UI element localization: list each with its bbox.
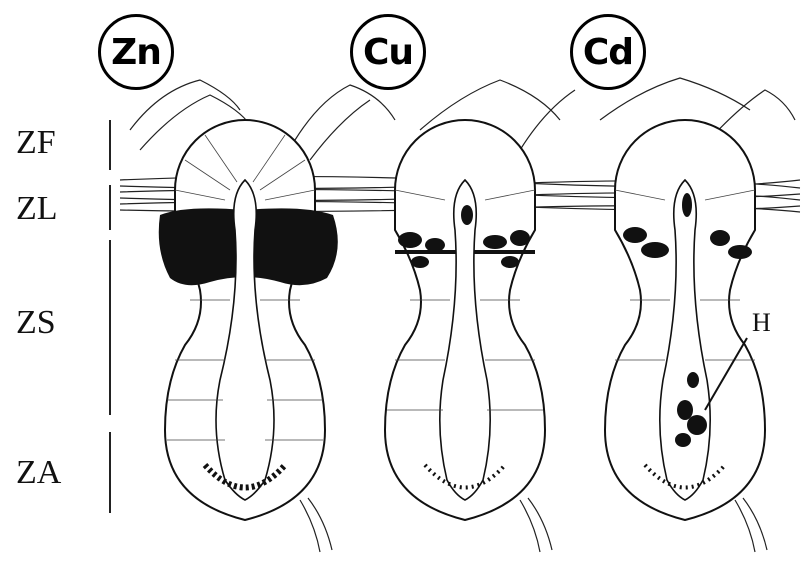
annotation-h: H <box>752 308 771 338</box>
follicle-cd <box>605 120 765 520</box>
metal-label-cu: Cu <box>350 14 426 90</box>
follicle-zn <box>159 120 338 520</box>
zone-label-zf: ZF <box>16 126 56 160</box>
metal-label-zn: Zn <box>98 14 174 90</box>
zone-label-zl: ZL <box>16 192 58 226</box>
metal-label-cd: Cd <box>570 14 646 90</box>
follicle-cu <box>385 120 545 520</box>
zone-label-za: ZA <box>16 456 61 490</box>
zone-label-zs: ZS <box>16 306 56 340</box>
